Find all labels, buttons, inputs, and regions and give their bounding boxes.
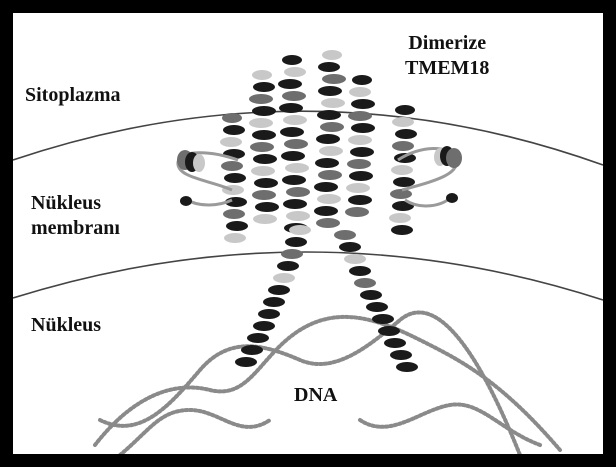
- membrane-label-line1: Nükleus: [31, 191, 120, 216]
- outer-membrane-line: [13, 111, 603, 165]
- membrane-label-line2: membranı: [31, 216, 120, 241]
- dimer-tmem18-label: Dimerize TMEM18: [405, 31, 489, 81]
- dimer-label-line1: Dimerize: [405, 31, 489, 56]
- tmem18-monomer-left: [177, 55, 311, 367]
- nuclear-membrane-label: Nükleus membranı: [31, 191, 120, 241]
- dimer-label-line2: TMEM18: [405, 56, 489, 81]
- dna-label: DNA: [294, 383, 337, 408]
- cytoplasm-label: Sitoplazma: [25, 83, 121, 108]
- nucleus-label: Nükleus: [31, 313, 101, 338]
- inner-membrane-line: [13, 252, 603, 300]
